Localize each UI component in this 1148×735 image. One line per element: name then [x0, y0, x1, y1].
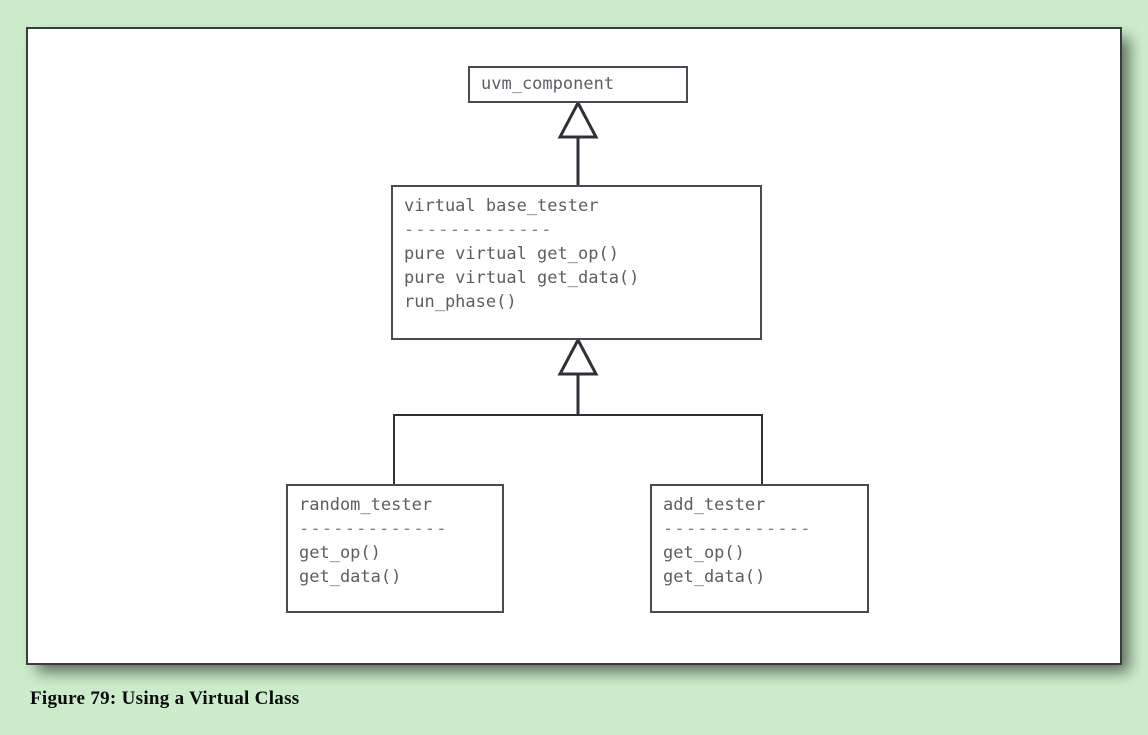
uml-class-member: get_data() [663, 567, 766, 587]
uml-class-member: get_op() [663, 543, 745, 563]
uml-class-base-tester[interactable]: virtual base_tester ------------- pure v… [391, 185, 762, 340]
uml-class-add-tester[interactable]: add_tester ------------- get_op() get_da… [650, 484, 869, 613]
uml-class-member: get_data() [299, 567, 402, 587]
uml-class-member: pure virtual get_data() [404, 268, 640, 288]
uml-class-separator: ------------- [404, 220, 553, 240]
uml-class-title: virtual base_tester [404, 196, 599, 216]
uml-class-member: pure virtual get_op() [404, 244, 619, 264]
uml-class-member: run_phase() [404, 292, 517, 312]
uml-class-separator: ------------- [663, 519, 812, 539]
uml-class-uvm-component[interactable]: uvm_component [468, 66, 688, 103]
uml-class-title: uvm_component [481, 74, 615, 94]
uml-class-member: get_op() [299, 543, 381, 563]
uml-class-title: add_tester [663, 495, 766, 515]
inheritance-arrowhead-uvm-component [557, 99, 599, 139]
uml-class-separator: ------------- [299, 519, 448, 539]
inheritance-arrowhead-base-tester [557, 336, 599, 376]
uml-class-title: random_tester [299, 495, 433, 515]
diagram-panel: uvm_component virtual base_tester ------… [26, 27, 1122, 665]
figure-caption: Figure 79: Using a Virtual Class [30, 688, 300, 709]
uml-class-random-tester[interactable]: random_tester ------------- get_op() get… [286, 484, 504, 613]
diagram-connector-layer [393, 99, 763, 484]
